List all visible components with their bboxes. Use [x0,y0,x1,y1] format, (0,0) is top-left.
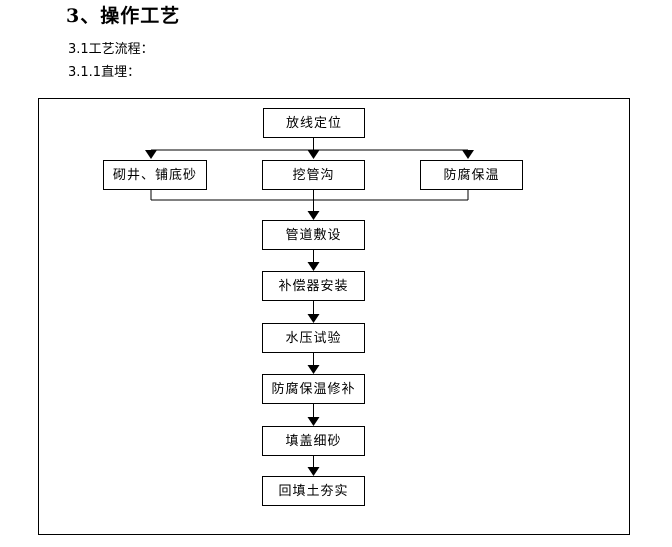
flow-node-build-well-lay-sand: 砌井、铺底砂 [103,160,207,190]
flow-node-layout-positioning: 放线定位 [263,108,365,138]
section-heading: 3、操作工艺 [66,5,181,27]
arrow-down-icon [307,211,320,220]
flow-node-anticorrosion-insulation: 防腐保温 [420,160,523,190]
flow-node-hydrostatic-test: 水压试验 [262,323,365,353]
subsection-heading-direct-burial: 3.1.1直埋： [68,65,141,80]
flow-node-backfill-compaction: 回填土夯实 [262,476,365,506]
flowchart-connectors [145,138,474,476]
arrow-down-icon [307,417,320,426]
arrow-down-icon [145,150,157,159]
subsection-heading-process-flow: 3.1工艺流程： [68,42,154,57]
flow-node-compensator-install: 补偿器安装 [262,271,365,301]
arrow-down-icon [307,365,320,374]
arrow-down-icon [307,314,320,323]
arrow-down-icon [462,150,474,159]
flow-node-dig-pipe-trench: 挖管沟 [262,160,365,190]
flowchart-frame: 放线定位 砌井、铺底砂 挖管沟 防腐保温 管道敷设 补偿器安装 水压试验 防腐保… [38,98,630,535]
flow-node-cover-fine-sand: 填盖细砂 [262,426,365,456]
flow-node-insulation-repair: 防腐保温修补 [262,374,365,404]
arrow-down-icon [307,262,320,271]
arrow-down-icon [307,467,320,476]
flow-node-pipeline-laying: 管道敷设 [262,220,365,250]
arrow-down-icon [307,150,320,159]
